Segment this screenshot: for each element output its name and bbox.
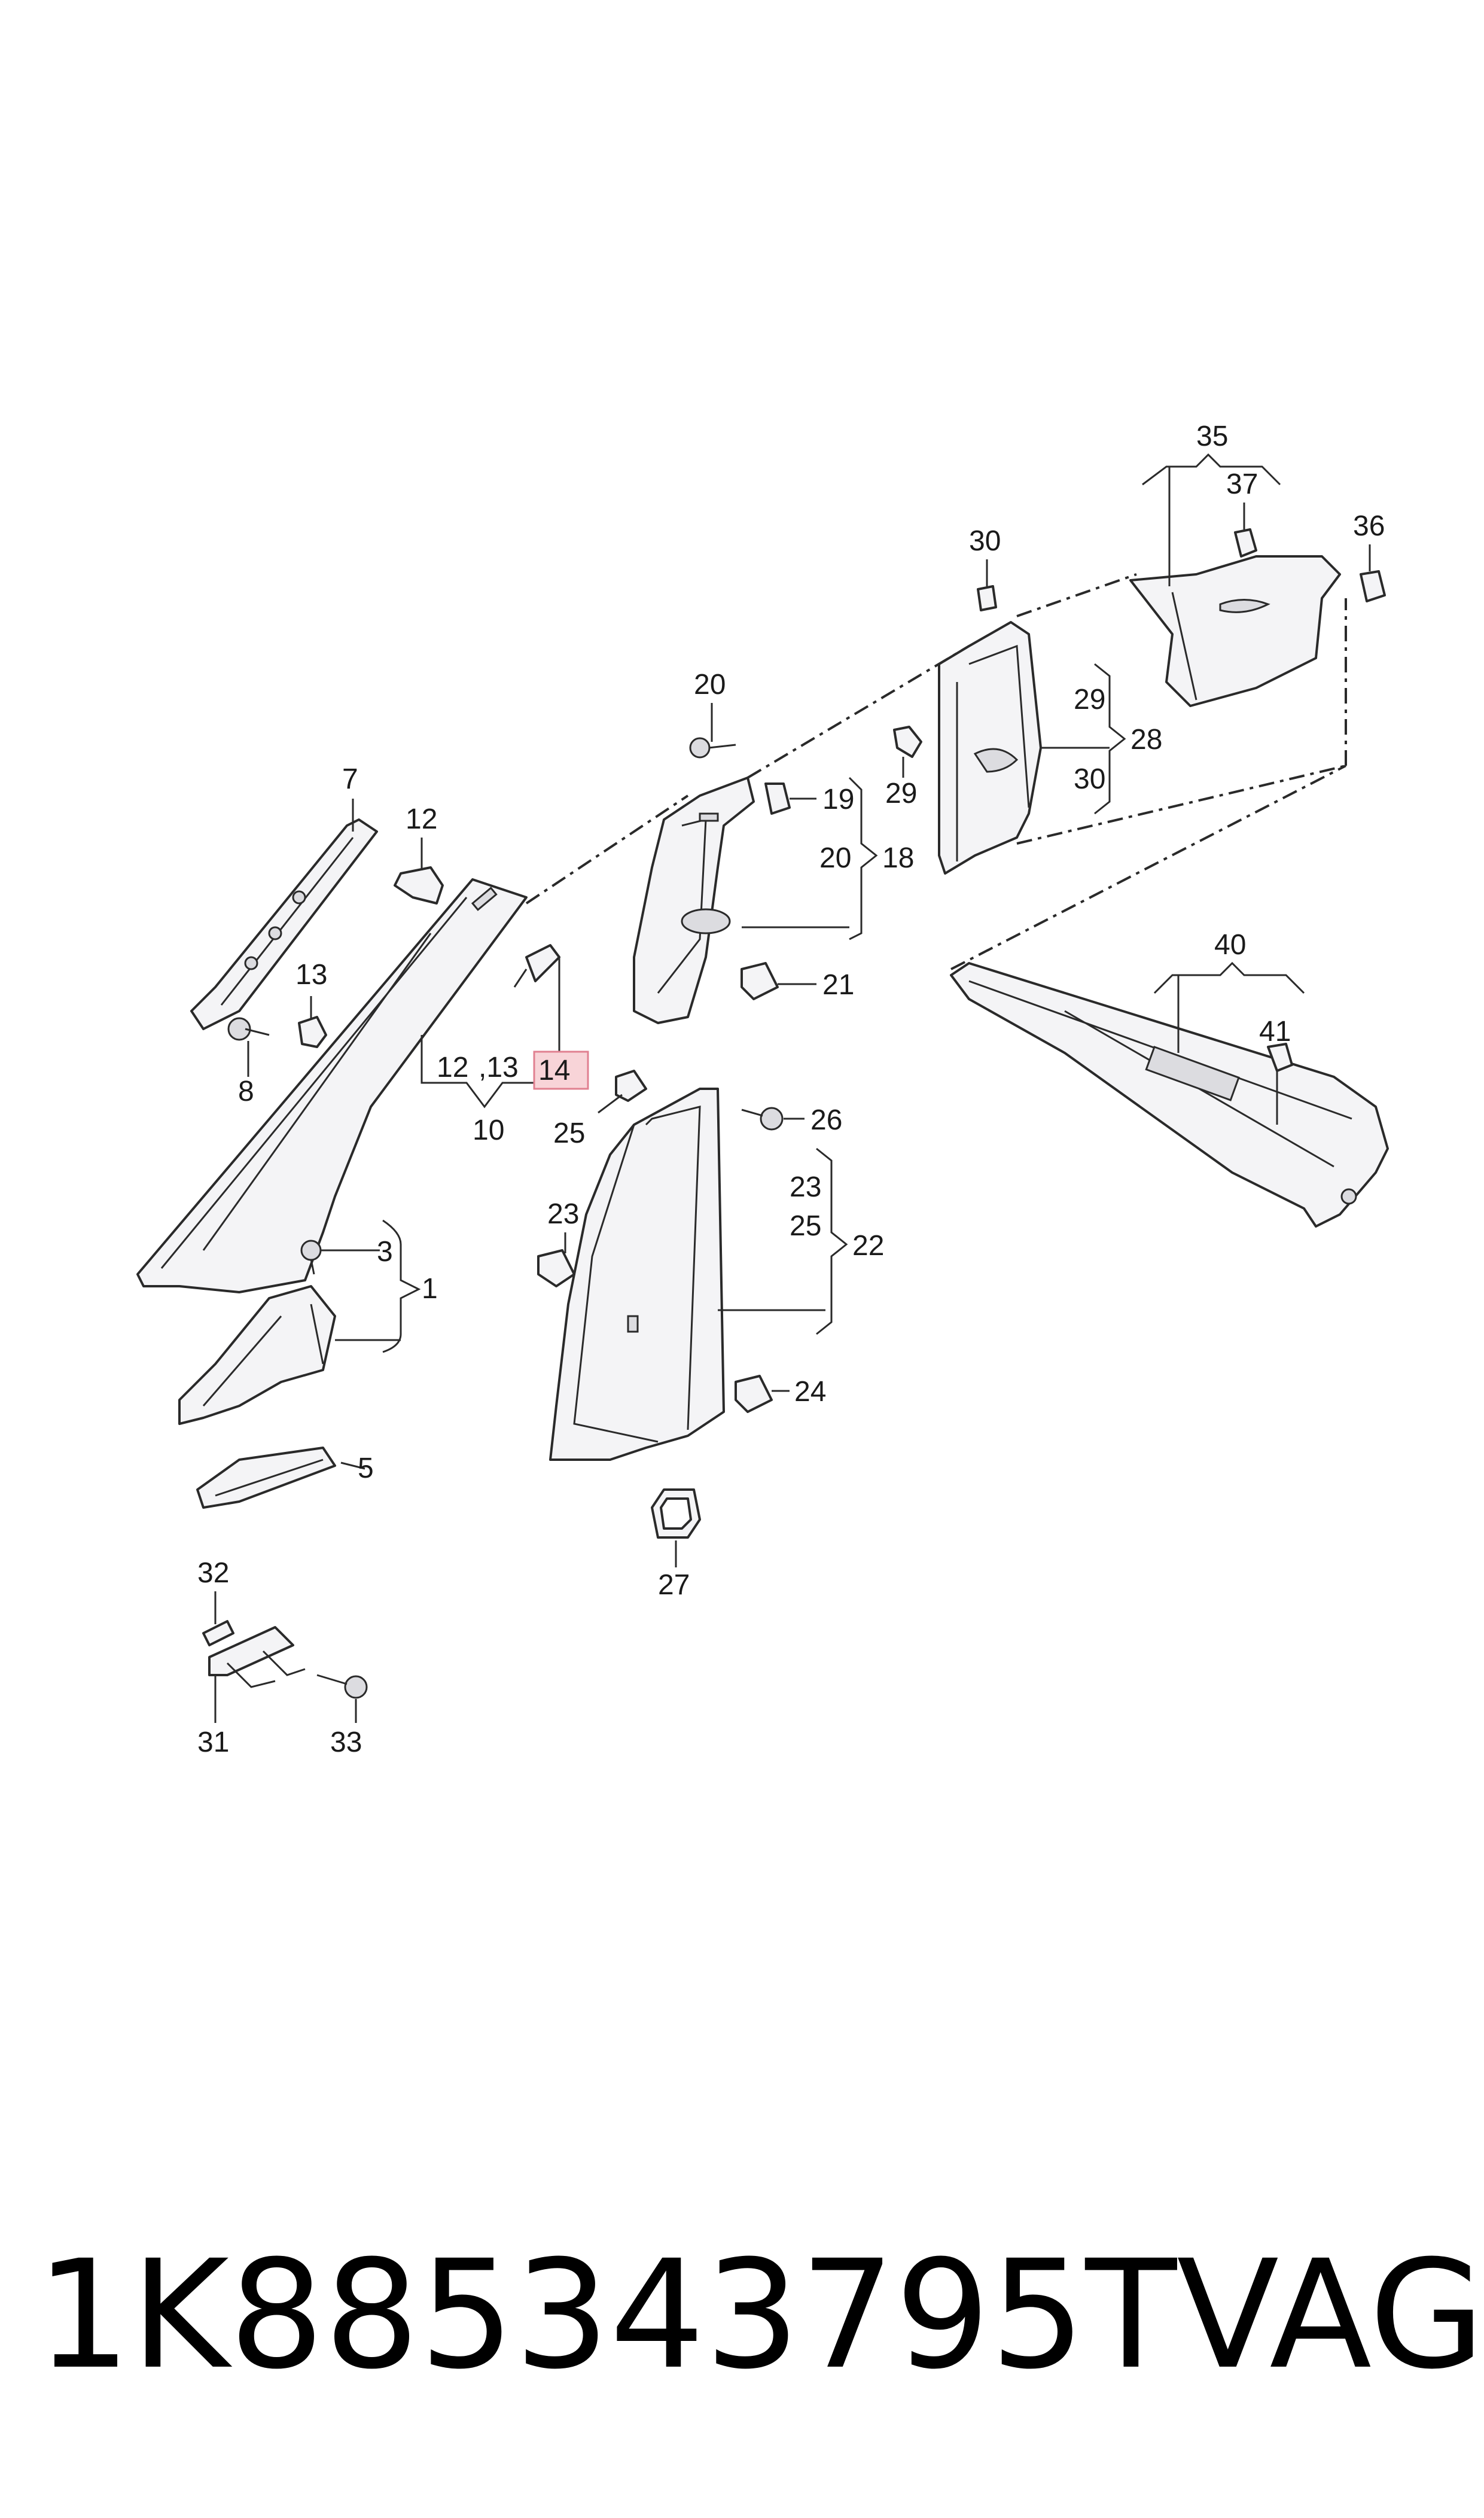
clip-23 (537, 1249, 575, 1287)
callouts: 1 3 5 7 8 10 12 12 13 ,13 14 18 19 20 20… (197, 421, 1385, 1758)
callout-35: 35 (1196, 421, 1228, 452)
callout-12-bracket: 12 (437, 1052, 468, 1083)
clip-21 (741, 962, 779, 1000)
bracket-7 (190, 818, 378, 1030)
callout-18: 18 (882, 842, 914, 874)
clip-25 (615, 1070, 647, 1102)
screw-8 (227, 1017, 270, 1041)
callout-33: 33 (330, 1727, 362, 1758)
clip-41 (1267, 1043, 1293, 1072)
callout-19: 19 (822, 784, 854, 815)
clip-37 (1234, 528, 1257, 558)
callout-14: 14 (538, 1055, 570, 1086)
callout-20-top: 20 (694, 669, 726, 701)
callout-20-bracket: 20 (819, 842, 851, 874)
callout-8: 8 (238, 1076, 254, 1107)
callout-21: 21 (822, 969, 854, 1001)
airbag-label-14 (513, 944, 560, 988)
callout-26: 26 (810, 1104, 842, 1136)
clip-19 (764, 783, 791, 815)
callout-3: 3 (377, 1236, 393, 1268)
callout-28: 28 (1130, 724, 1162, 756)
frame-27 (651, 1488, 701, 1539)
callout-29-left: 29 (885, 778, 917, 809)
part-number: 1K885343795T (36, 2228, 1177, 2402)
callout-7: 7 (342, 763, 358, 795)
cover-5 (196, 1447, 336, 1509)
callout-24: 24 (794, 1376, 826, 1408)
callout-36: 36 (1353, 510, 1385, 542)
callout-23-bracket: 23 (790, 1171, 821, 1203)
c-pillar-trim-28 (938, 621, 1042, 875)
parts-diagram: 1 3 5 7 8 10 12 12 13 ,13 14 18 19 20 20… (136, 421, 1389, 1758)
callout-30-bracket: 30 (1074, 763, 1105, 795)
callout-5: 5 (358, 1453, 374, 1484)
callout-13-bracket: ,13 (479, 1052, 519, 1083)
footer: 1K885343795T VAG (36, 2225, 1484, 2405)
callout-10: 10 (473, 1115, 504, 1146)
callout-32: 32 (197, 1557, 229, 1589)
clip-29 (893, 726, 922, 758)
b-pillar-upper-trim-18 (633, 777, 755, 1024)
callout-27: 27 (658, 1569, 690, 1601)
callout-22: 22 (852, 1230, 884, 1262)
callout-29-bracket: 29 (1074, 684, 1105, 715)
clip-3 (300, 1240, 322, 1275)
clip-24 (735, 1375, 773, 1413)
rear-shelf-trim-40 (950, 962, 1389, 1228)
callout-25-bracket: 25 (790, 1210, 821, 1242)
clip-12 (394, 866, 444, 905)
screw-33 (316, 1674, 368, 1699)
label-32 (202, 1620, 234, 1646)
clip-13 (298, 1016, 327, 1048)
callout-40: 40 (1214, 929, 1246, 961)
highlight-14 (533, 1051, 589, 1090)
callout-13-left: 13 (295, 959, 327, 991)
callout-31: 31 (197, 1727, 229, 1758)
callout-23-left: 23 (547, 1198, 579, 1230)
callout-1: 1 (422, 1273, 438, 1305)
callout-12-left: 12 (406, 803, 437, 835)
callout-37: 37 (1226, 468, 1258, 500)
callout-41: 41 (1259, 1016, 1291, 1048)
callout-30-top: 30 (969, 525, 1001, 557)
lower-trim-1 (178, 1285, 336, 1425)
screw-26 (741, 1107, 784, 1131)
callout-25-left: 25 (553, 1118, 585, 1149)
clip-30 (977, 585, 997, 611)
rear-upper-trim-35 (1129, 555, 1341, 707)
b-pillar-lower-trim-22 (549, 1088, 725, 1461)
bracket-31 (208, 1626, 306, 1688)
a-pillar-trim (136, 878, 528, 1293)
clip-36 (1360, 570, 1386, 602)
screw-20 (689, 737, 736, 759)
brand: VAG (1177, 2228, 1484, 2402)
assembly-lines (525, 573, 1347, 970)
